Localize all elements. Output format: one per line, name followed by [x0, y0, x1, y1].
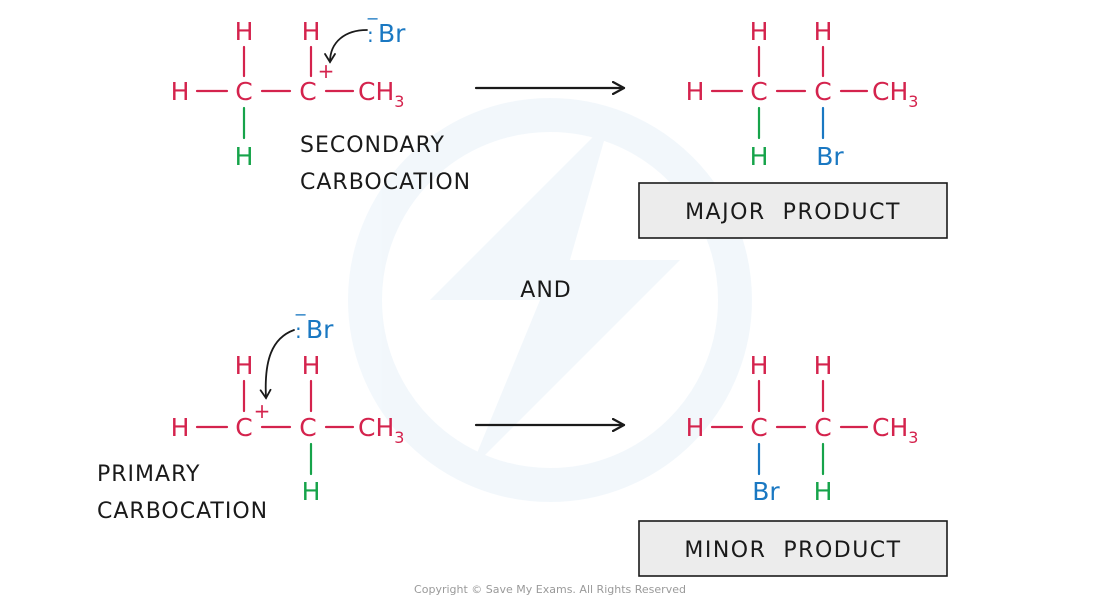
atom-c-cation: C [299, 77, 316, 106]
atom-h-lower: H [750, 142, 769, 171]
atom-c: C [299, 413, 316, 442]
atom-h: H [171, 413, 190, 442]
major-product-box-frame [638, 182, 948, 239]
atom-c: C [235, 77, 252, 106]
atom-h: H [686, 77, 705, 106]
atom-c-cation: C [235, 413, 252, 442]
methyl-subscript: 3 [394, 428, 404, 447]
methyl-group: CH3 [872, 413, 918, 447]
methyl-label: CH [872, 77, 908, 106]
atom-h: H [171, 77, 190, 106]
bromide-charge: − [294, 305, 307, 324]
primary-label-line1: PRIMARY [97, 462, 200, 487]
methyl-label: CH [872, 413, 908, 442]
atom-h-lower: H [302, 477, 321, 506]
atom-h-lower: H [814, 477, 833, 506]
atom-h: H [814, 351, 833, 380]
atom-c: C [814, 77, 831, 106]
methyl-label: CH [358, 413, 394, 442]
and-label: AND [520, 278, 571, 303]
methyl-subscript: 3 [908, 428, 918, 447]
bromide-ion: Br [306, 315, 334, 344]
atom-c: C [814, 413, 831, 442]
atom-h: H [750, 17, 769, 46]
methyl-subscript: 3 [394, 92, 404, 111]
copyright-notice: Copyright © Save My Exams. All Rights Re… [414, 583, 686, 596]
bromide-lone-pair: : [295, 319, 302, 343]
atom-c: C [750, 77, 767, 106]
atom-h: H [750, 351, 769, 380]
positive-charge: + [318, 59, 335, 83]
secondary-label-line2: CARBOCATION [300, 170, 471, 195]
bromide-charge: − [366, 9, 379, 28]
minor-product-label: MINOR PRODUCT [684, 538, 901, 563]
major-product-label: MAJOR PRODUCT [685, 200, 901, 225]
primary-carbocation: H H H C + C CH3 H : − Br [171, 305, 405, 506]
methyl-group: CH3 [358, 77, 404, 111]
atom-h: H [235, 17, 254, 46]
methyl-label: CH [358, 77, 394, 106]
minor-product-box-frame [638, 520, 948, 577]
atom-h: H [302, 351, 321, 380]
primary-label-line2: CARBOCATION [97, 499, 268, 524]
curly-arrow [259, 329, 295, 400]
atom-h: H [814, 17, 833, 46]
atom-h: H [686, 413, 705, 442]
methyl-group: CH3 [358, 413, 404, 447]
major-product-box: MAJOR PRODUCT [638, 182, 948, 239]
atom-h: H [302, 17, 321, 46]
secondary-label-line1: SECONDARY [300, 133, 445, 158]
bromide-lone-pair: : [367, 23, 374, 47]
atom-h: H [235, 351, 254, 380]
watermark-logo [348, 98, 752, 502]
positive-charge: + [254, 399, 271, 423]
bromide-ion: Br [378, 19, 406, 48]
curly-arrow [324, 29, 368, 64]
major-product-structure: H H H C C CH3 H Br [686, 17, 919, 171]
atom-br: Br [816, 142, 844, 171]
atom-h-lower: H [235, 142, 254, 171]
methyl-group: CH3 [872, 77, 918, 111]
methyl-subscript: 3 [908, 92, 918, 111]
atom-br: Br [752, 477, 780, 506]
minor-product-box: MINOR PRODUCT [638, 520, 948, 577]
secondary-carbocation: H H H C C + CH3 H : − Br [171, 9, 407, 171]
minor-product-structure: H H H C C CH3 Br H [686, 351, 919, 506]
atom-c: C [750, 413, 767, 442]
